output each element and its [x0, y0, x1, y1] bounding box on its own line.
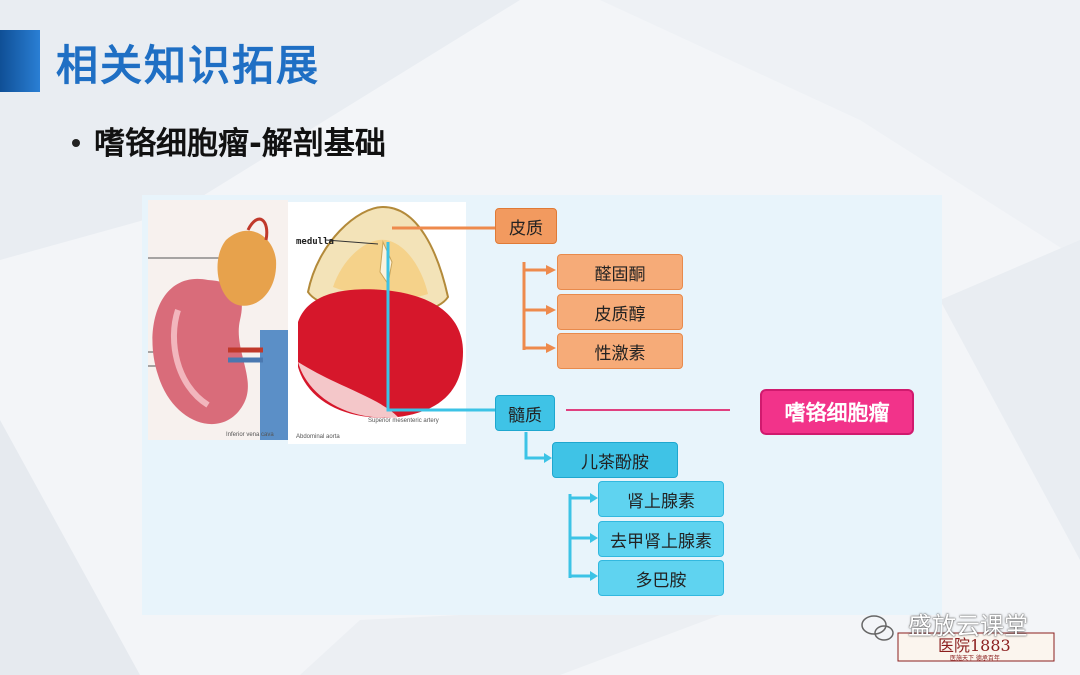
watermark-logo: 医院1883 医施天下 德承百年: [861, 615, 1055, 662]
slide-title: 相关知识拓展: [56, 41, 321, 90]
medulla-label: medulla: [296, 237, 334, 247]
bullet-dot: [72, 138, 80, 147]
hormone-cortisol: 皮质醇: [557, 294, 683, 330]
hormone-aldosterone: 醛固酮: [557, 254, 683, 290]
catecholamine-node: 儿茶酚胺: [552, 442, 678, 478]
medulla-node: 髓质: [495, 395, 555, 431]
kidney-illustration: Inferior vena cava: [148, 200, 288, 440]
wechat-icon: [861, 615, 894, 641]
hormone-epinephrine: 肾上腺素: [598, 481, 724, 517]
caption-ivc: Inferior vena cava: [226, 432, 274, 438]
hormone-norepinephrine: 去甲肾上腺素: [598, 521, 724, 557]
hormone-dopamine: 多巴胺: [598, 560, 724, 596]
bullet-text: 嗜铬细胞瘤-解剖基础: [94, 126, 386, 162]
adrenal-cross-section: medulla Abdominal aorta Superior mesente…: [288, 202, 466, 444]
watermark-logo-text: 医院1883: [938, 636, 1011, 655]
cortex-node: 皮质: [495, 208, 557, 244]
title-accent-bar: [0, 30, 40, 92]
watermark-text: 盛放云课堂: [908, 612, 1028, 640]
bullet-heading: 嗜铬细胞瘤-解剖基础: [72, 118, 386, 163]
hormone-sex: 性激素: [557, 333, 683, 369]
caption-sma: Superior mesenteric artery: [368, 418, 439, 424]
watermark-slogan: 医施天下 德承百年: [950, 654, 1000, 662]
caption-aorta: Abdominal aorta: [296, 434, 340, 440]
pheochromocytoma-node: 嗜铬细胞瘤: [760, 389, 914, 435]
